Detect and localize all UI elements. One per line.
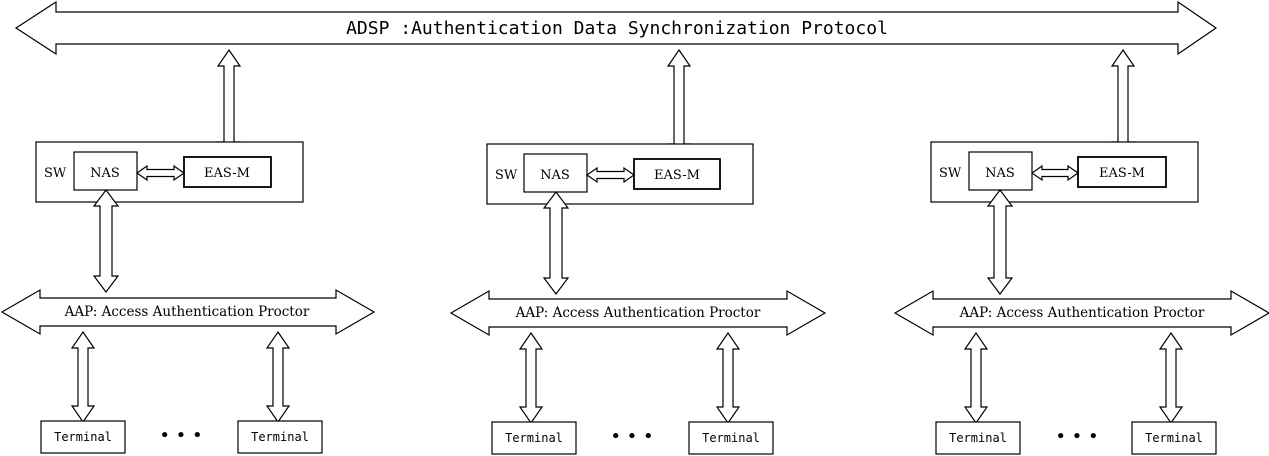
terminal-label: Terminal (949, 431, 1007, 445)
domain-1: SW NAS EAS-M AAP: Access Authentication … (0, 48, 376, 454)
terminal-label: Terminal (54, 430, 112, 444)
nas-aap-arrow (986, 189, 1014, 295)
aap-bus-arrow (449, 289, 827, 337)
aap-terminal-arrow (265, 330, 291, 424)
aap-terminal-arrow (715, 331, 741, 425)
terminal-box (1131, 421, 1217, 455)
aap-bus-arrow (0, 288, 376, 336)
nas-easm-arrow (135, 164, 186, 182)
ellipsis: • • • (159, 425, 202, 446)
nas-easm-arrow (585, 166, 636, 184)
nas-label: NAS (985, 166, 1015, 181)
ellipsis: • • • (610, 426, 653, 447)
easm-box (633, 158, 721, 190)
easm-box (1077, 156, 1167, 188)
adsp-bus-label: ADSP :Authentication Data Synchronizatio… (346, 18, 888, 39)
easm-label: EAS-M (1099, 166, 1145, 181)
nas-label: NAS (90, 166, 120, 181)
terminal-label: Terminal (251, 430, 309, 444)
terminal-label: Terminal (1145, 431, 1203, 445)
adsp-bus-arrow (14, 0, 1218, 56)
ellipsis: • • • (1055, 426, 1098, 447)
aap-bus-label: AAP: Access Authentication Proctor (64, 304, 310, 320)
nas-label: NAS (540, 168, 570, 183)
terminal-box (237, 420, 323, 454)
nas-easm-arrow (1030, 164, 1080, 182)
sw-label: SW (44, 166, 67, 181)
nas-aap-arrow (542, 191, 570, 295)
domain-2: SW NAS EAS-M AAP: Access Authentication … (449, 48, 827, 455)
aap-bus-label: AAP: Access Authentication Proctor (515, 305, 761, 321)
aap-bus-label: AAP: Access Authentication Proctor (959, 305, 1205, 321)
easm-label: EAS-M (654, 168, 700, 183)
easm-box (183, 156, 272, 188)
nas-box (968, 151, 1033, 191)
aap-terminal-arrow (518, 331, 544, 425)
terminal-box (40, 420, 126, 454)
easm-label: EAS-M (204, 166, 250, 181)
terminal-label: Terminal (702, 431, 760, 445)
aap-terminal-arrow (70, 330, 96, 424)
aap-bus-arrow (893, 289, 1269, 337)
domain-3: SW NAS EAS-M AAP: Access Authentication … (893, 48, 1269, 455)
terminal-box (935, 421, 1021, 455)
terminal-label: Terminal (505, 431, 563, 445)
terminal-box (491, 421, 577, 455)
terminal-box (688, 421, 774, 455)
aap-terminal-arrow (1158, 331, 1184, 425)
nas-aap-arrow (92, 189, 120, 293)
sw-label: SW (939, 166, 962, 181)
aap-terminal-arrow (963, 331, 989, 425)
adsp-bus: ADSP :Authentication Data Synchronizatio… (14, 0, 1218, 56)
sw-label: SW (495, 168, 518, 183)
